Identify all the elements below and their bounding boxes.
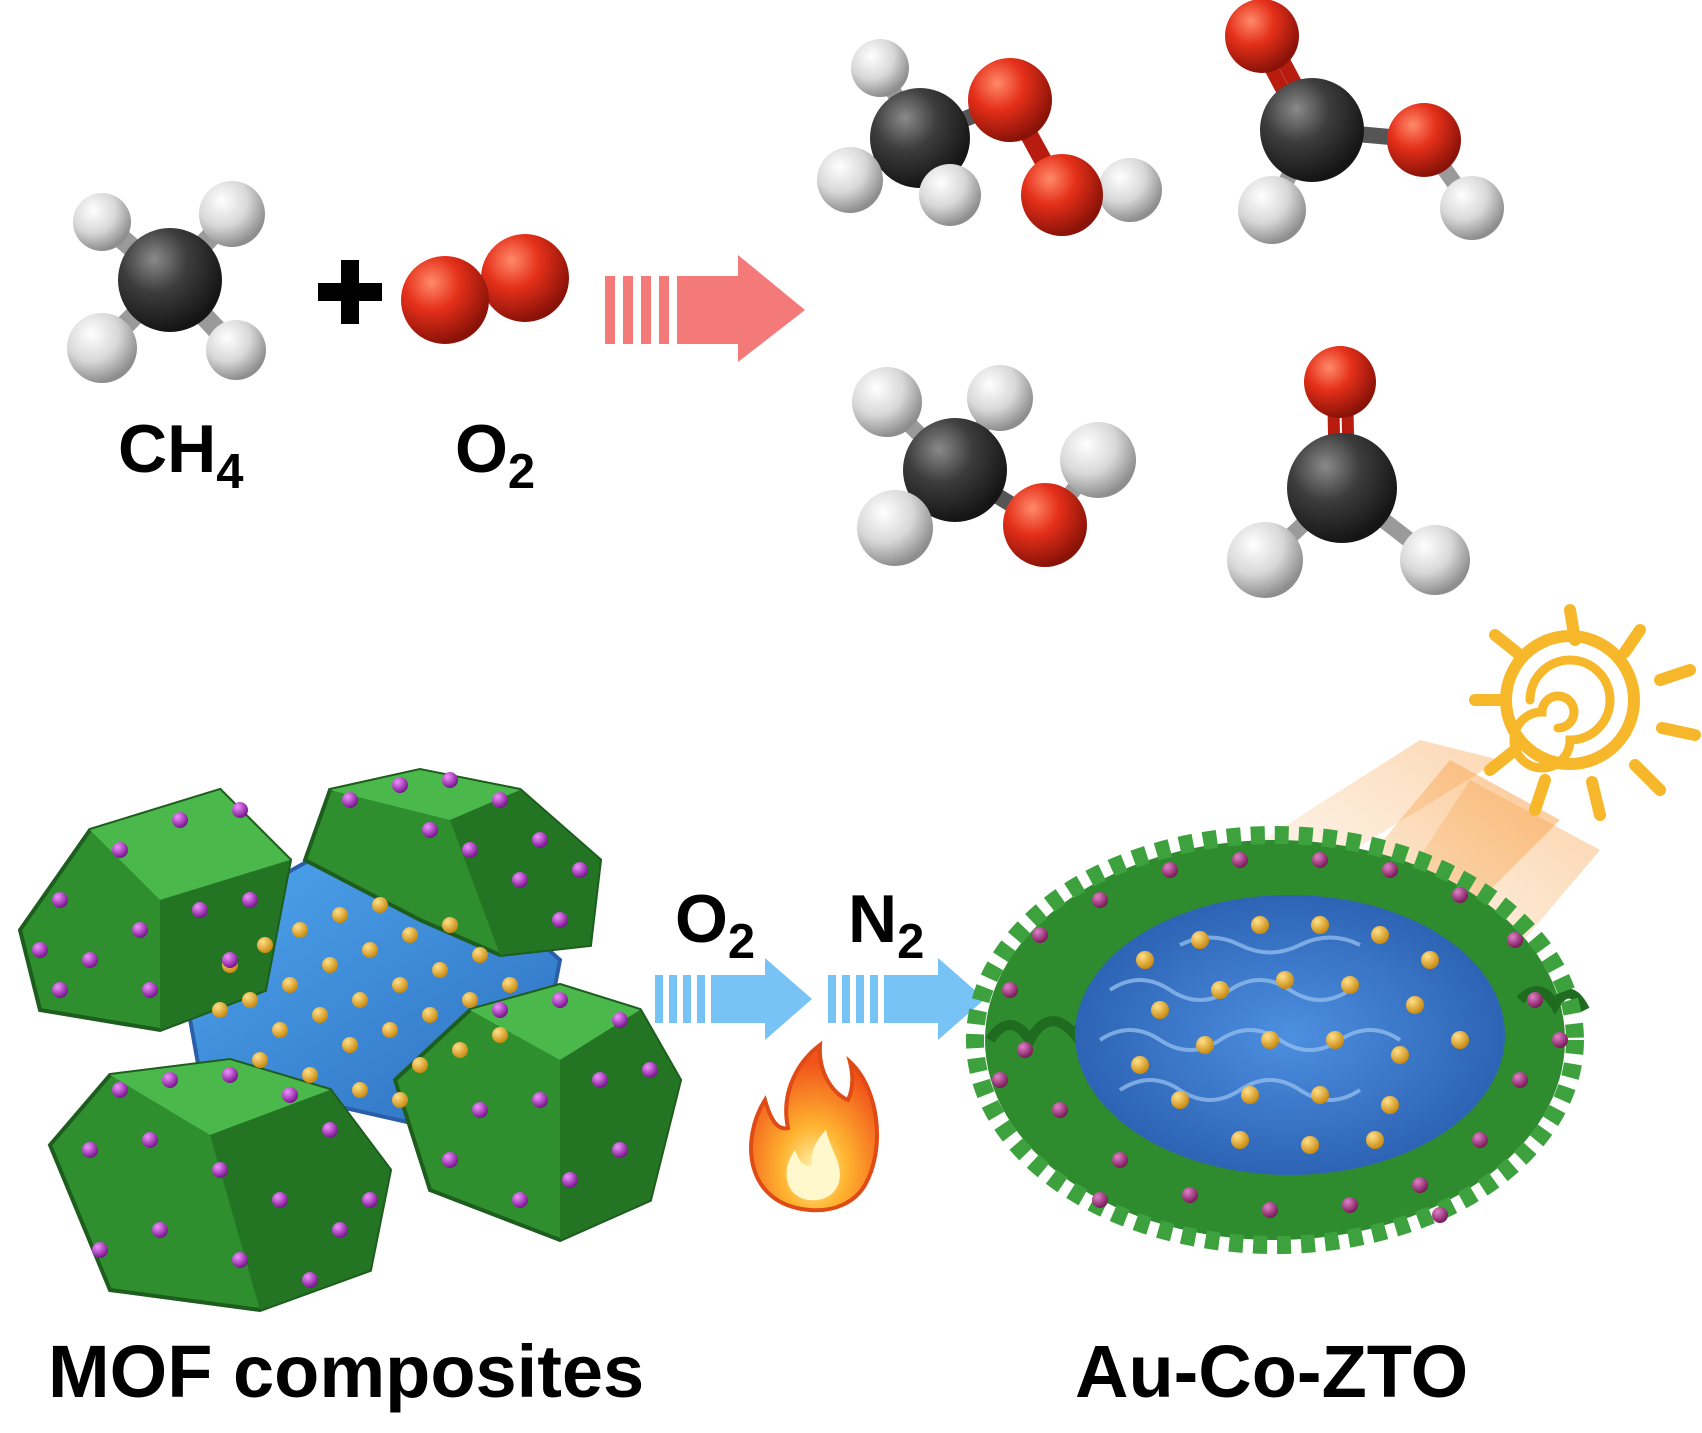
flame-icon: [749, 1040, 879, 1213]
methyl-hydroperoxide-molecule: [817, 39, 1162, 236]
methane-molecule: [67, 181, 266, 383]
au-co-zto-label: Au-Co-ZTO: [1075, 1330, 1469, 1413]
process-gas-n2: N2: [848, 881, 925, 969]
formaldehyde-molecule: [1227, 346, 1470, 598]
mof-crystal: [47, 1057, 393, 1313]
methane-formula: CH4: [118, 411, 244, 499]
au-nanoparticles: [1131, 916, 1469, 1154]
au-co-zto-illustration: [966, 826, 1590, 1254]
oxygen-molecule: [401, 234, 569, 344]
process-arrow-n2: [828, 958, 985, 1040]
mof-composites-label: MOF composites: [48, 1330, 645, 1413]
formic-acid-molecule: [1225, 0, 1504, 244]
sun-icon: [1469, 604, 1701, 821]
co-nanoparticles: [992, 852, 1568, 1223]
mof-crystal: [17, 787, 293, 1033]
reaction-arrow: [605, 255, 805, 362]
plus-sign: [318, 260, 382, 324]
process-gas-o2: O2: [675, 881, 756, 969]
mof-composites-illustration: [17, 767, 683, 1313]
process-arrow-o2: [655, 958, 812, 1040]
methanol-molecule: [852, 365, 1136, 567]
oxygen-formula: O2: [455, 411, 536, 499]
co-nanoparticles: [32, 772, 658, 1288]
